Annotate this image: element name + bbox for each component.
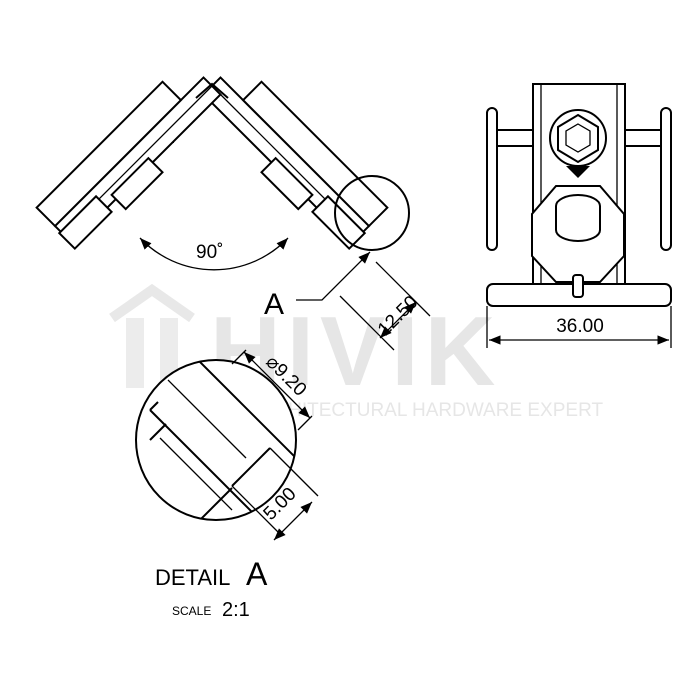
watermark-tagline: ARCHITECTURAL HARDWARE EXPERT xyxy=(248,400,603,421)
scale-word: SCALE xyxy=(172,604,211,618)
right-arm xyxy=(35,76,222,251)
detail-title-word: DETAIL xyxy=(155,565,230,590)
diameter-dimension xyxy=(243,351,311,419)
left-arm xyxy=(202,76,389,251)
apex-cap xyxy=(195,82,229,99)
angle-dimension-arc xyxy=(139,237,289,271)
depth-dimension xyxy=(273,501,313,541)
detail-ref-letter: A xyxy=(264,288,284,321)
side-rail-left xyxy=(486,107,498,251)
corner-view: 90˚ A 12.50 xyxy=(35,76,431,351)
side-rail-right xyxy=(660,107,672,251)
hex-socket-icon xyxy=(557,113,599,164)
detail-leader xyxy=(296,251,371,301)
angle-label: 90˚ xyxy=(196,242,223,263)
scale-value: 2:1 xyxy=(222,599,250,621)
detail-view: ⌀9.20 5.00 DETAIL A SCALE 2:1 xyxy=(135,349,319,621)
side-width-label: 36.00 xyxy=(556,316,604,337)
watermark-logo-icon xyxy=(109,283,195,388)
detail-circle xyxy=(334,175,410,251)
detail-title-letter: A xyxy=(246,556,268,592)
side-view: 36.00 xyxy=(486,83,672,348)
